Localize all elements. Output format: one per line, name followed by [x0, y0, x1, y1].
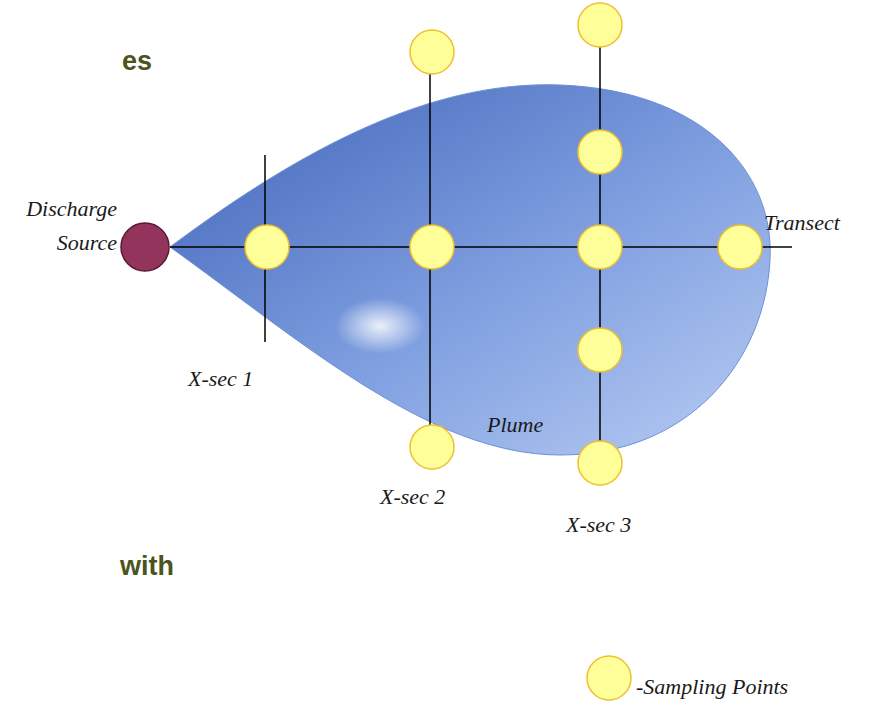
heading-fragment: es — [122, 48, 152, 74]
plume-label: Plume — [487, 412, 543, 438]
cross-section-label: X-sec 3 — [566, 512, 631, 538]
plume-outline — [170, 85, 770, 455]
sampling-point — [578, 225, 622, 269]
node-shape — [165, 78, 785, 463]
plume-highlight — [335, 298, 425, 354]
sampling-point — [578, 130, 622, 174]
legend-swatch — [585, 654, 633, 702]
sampling-point — [410, 225, 454, 269]
source-label: Discharge Source — [10, 192, 117, 260]
transect-label: Transect — [764, 210, 840, 236]
cross-section-label: X-sec 1 — [188, 366, 253, 392]
sampling-point — [578, 441, 622, 485]
sampling-point — [410, 425, 454, 469]
sampling-point — [718, 225, 762, 269]
sampling-point — [410, 30, 454, 74]
plume-region: Plume — [165, 78, 785, 463]
source-dot — [121, 223, 169, 271]
sampling-point — [245, 225, 289, 269]
discharge-source: Discharge Source — [10, 188, 175, 278]
legend-text: -Sampling Points — [636, 674, 788, 700]
heading-fragment: with — [120, 553, 174, 579]
sampling-point — [578, 328, 622, 372]
cross-section-label: X-sec 2 — [380, 484, 445, 510]
sampling-point — [578, 3, 622, 47]
